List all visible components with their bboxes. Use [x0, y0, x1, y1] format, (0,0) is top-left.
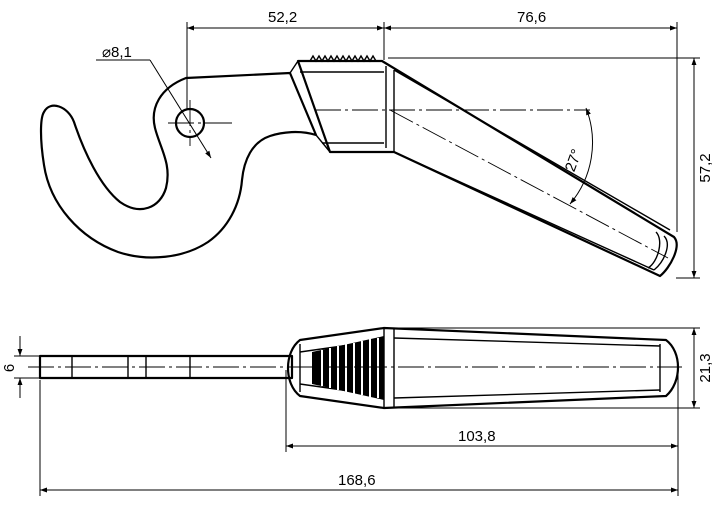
dimensions-side: 6 21,3 103,8 168,6 [1, 327, 714, 496]
dim-6: 6 [1, 364, 18, 372]
dim-57-2: 57,2 [697, 153, 714, 182]
dim-diameter-8-1: ⌀8,1 [102, 44, 132, 61]
dim-21-3: 21,3 [697, 353, 714, 382]
hook-outline [39, 71, 318, 259]
side-view [28, 326, 682, 410]
dim-52-2: 52,2 [268, 9, 297, 26]
grip-side-outline [287, 326, 679, 410]
grip-outline [296, 59, 678, 278]
dim-76-6: 76,6 [517, 9, 546, 26]
dim-168-6: 168,6 [338, 472, 376, 489]
grip-ribs [312, 336, 384, 400]
dim-angle-27: 27° [562, 147, 586, 174]
top-view [39, 54, 678, 278]
dim-103-8: 103,8 [458, 428, 496, 445]
dimensions-top: 52,2 76,6 ⌀8,1 57,2 27° [96, 9, 714, 279]
grip-teeth [309, 54, 377, 63]
